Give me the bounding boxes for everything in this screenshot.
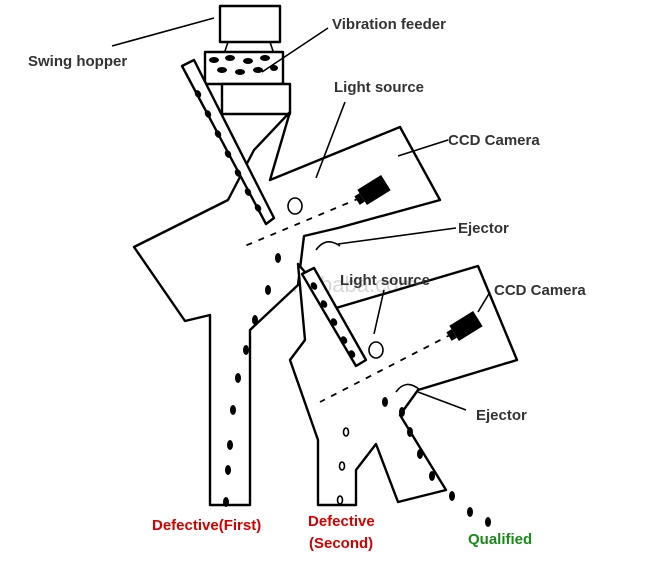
- feeder-top-box: [218, 4, 282, 44]
- stream-defective-first: [223, 253, 281, 507]
- label-vibration-feeder: Vibration feeder: [332, 16, 446, 33]
- feeder-base: [220, 82, 292, 116]
- label-light-source-2: Light source: [340, 272, 430, 289]
- leader-ejector-2: [417, 391, 467, 411]
- label-ccd-camera-1: CCD Camera: [448, 132, 540, 149]
- vibration-feeder-unit: [203, 4, 292, 116]
- chute-granules: [194, 90, 262, 212]
- second-chute: [300, 266, 368, 368]
- stream-qualified: [382, 397, 491, 527]
- feeder-tray: [203, 50, 285, 86]
- light-source-icon: [287, 197, 303, 215]
- leader-light-source-1: [315, 101, 346, 179]
- leader-vibration-feeder: [261, 27, 329, 73]
- leader-ejector-1: [337, 227, 457, 245]
- stream-defective-second: [336, 427, 350, 505]
- ejector-nozzle-1: [315, 241, 341, 251]
- leader-ccd-camera-1: [397, 139, 449, 157]
- label-ccd-camera-2: CCD Camera: [494, 282, 586, 299]
- output-defective-second-line1: Defective: [308, 513, 375, 530]
- swing-hopper-chute: [180, 58, 276, 226]
- output-defective-second-line2: (Second): [309, 535, 373, 552]
- first-sort-chamber: [132, 110, 442, 507]
- output-defective-first: Defective(First): [152, 517, 261, 534]
- optical-path-1: [239, 197, 361, 249]
- feeder-granules: [209, 55, 278, 75]
- label-ejector-2: Ejector: [476, 407, 527, 424]
- label-light-source-1: Light source: [334, 79, 424, 96]
- leader-light-source-2: [373, 289, 385, 335]
- leader-ccd-camera-2: [477, 291, 491, 313]
- ejector-nozzle-2: [395, 383, 421, 393]
- light-source-icon: [368, 341, 384, 359]
- output-qualified: Qualified: [468, 531, 532, 548]
- second-chute-granules: [310, 282, 356, 358]
- label-ejector-1: Ejector: [458, 220, 509, 237]
- leader-swing-hopper: [111, 17, 215, 47]
- label-swing-hopper: Swing hopper: [28, 53, 127, 70]
